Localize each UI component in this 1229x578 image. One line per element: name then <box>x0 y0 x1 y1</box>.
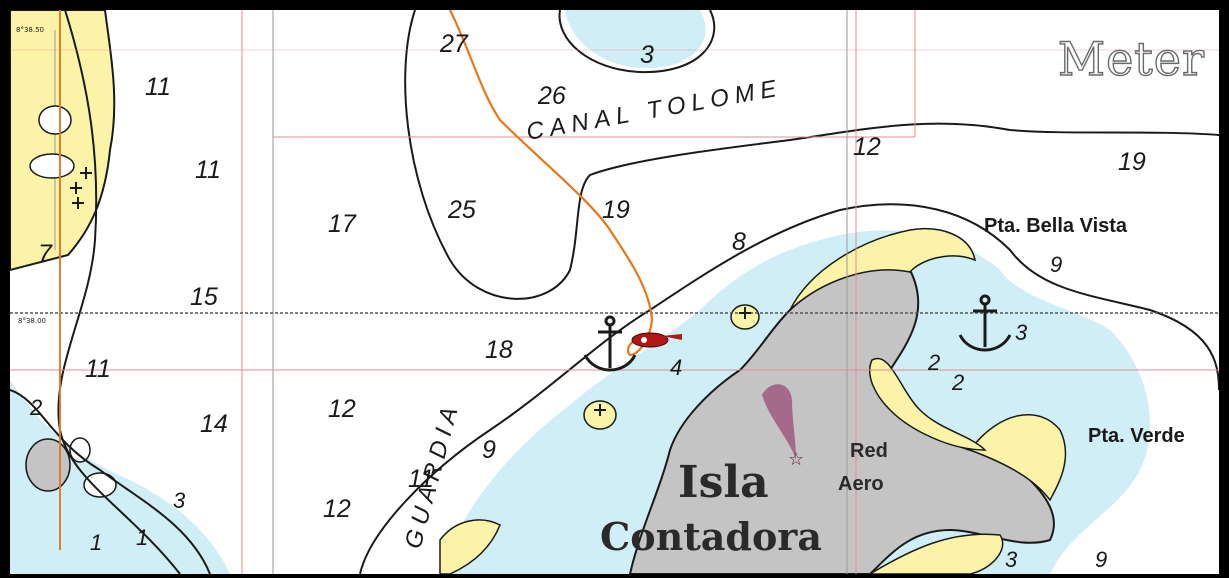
sounding: 1 <box>90 530 102 555</box>
vessel-track <box>449 10 654 357</box>
sounding: 17 <box>328 210 357 238</box>
sounding: 12 <box>853 133 881 161</box>
sounding: 11 <box>195 156 221 184</box>
sounding: 14 <box>200 410 228 438</box>
lat-label-mid: 8°38.00 <box>18 317 46 325</box>
sounding: 19 <box>1118 148 1146 176</box>
sounding: 3 <box>1005 547 1018 572</box>
chart-canvas: 8°38.50 8°38.00 <box>10 10 1219 574</box>
sounding: 15 <box>190 283 218 311</box>
island-name-line1: Isla <box>678 457 769 508</box>
nautical-chart-viewport[interactable]: 8°38.50 8°38.00 <box>10 10 1219 574</box>
sounding: 3 <box>173 488 186 513</box>
depth-contours <box>10 10 1219 574</box>
depth-soundings: 11 11 7 15 11 2 14 3 1 1 17 25 27 26 3 1… <box>29 30 1146 572</box>
depth-unit-label: Meter <box>1057 31 1205 86</box>
sounding: 25 <box>447 196 476 224</box>
lat-label-top: 8°38.50 <box>16 26 44 34</box>
sounding: 11 <box>408 465 434 493</box>
sounding: 9 <box>1050 252 1062 277</box>
sounding: 9 <box>1095 547 1107 572</box>
airfield-label-line2: Aero <box>838 473 884 495</box>
sounding: 2 <box>927 350 940 375</box>
sounding: 7 <box>38 240 53 268</box>
sounding: 8 <box>732 228 746 256</box>
sounding: 12 <box>328 395 356 423</box>
vessel-icon[interactable] <box>631 332 682 348</box>
point-name: Pta. Verde <box>1088 425 1185 447</box>
sounding: 26 <box>537 82 566 110</box>
sounding: 9 <box>482 436 496 464</box>
sounding: 1 <box>136 525 148 550</box>
island-name-line2: Contadora <box>600 514 822 559</box>
sounding: 27 <box>439 30 469 58</box>
chart-grid <box>10 10 1219 574</box>
sounding: 4 <box>670 355 682 380</box>
point-name: Pta. Bella Vista <box>984 215 1128 237</box>
sounding: 11 <box>145 73 171 101</box>
airstrip <box>762 384 796 460</box>
sounding: 18 <box>485 336 513 364</box>
star-icon: ☆ <box>788 449 804 470</box>
islets <box>25 105 760 498</box>
anchorage-icon <box>583 315 637 372</box>
land-west <box>10 10 116 272</box>
sounding: 11 <box>85 355 111 383</box>
sounding: 3 <box>1015 320 1028 345</box>
sounding: 12 <box>323 495 351 523</box>
airfield-label-line1: Red <box>850 440 888 462</box>
anchorage-icon <box>958 294 1012 352</box>
rock-icon <box>70 167 751 416</box>
sounding: 19 <box>602 196 630 224</box>
sounding: 2 <box>951 370 964 395</box>
svg-text:☆: ☆ <box>788 449 804 470</box>
sounding: 2 <box>29 395 42 420</box>
isla-contadora <box>439 228 1067 574</box>
sounding: 3 <box>640 41 654 69</box>
